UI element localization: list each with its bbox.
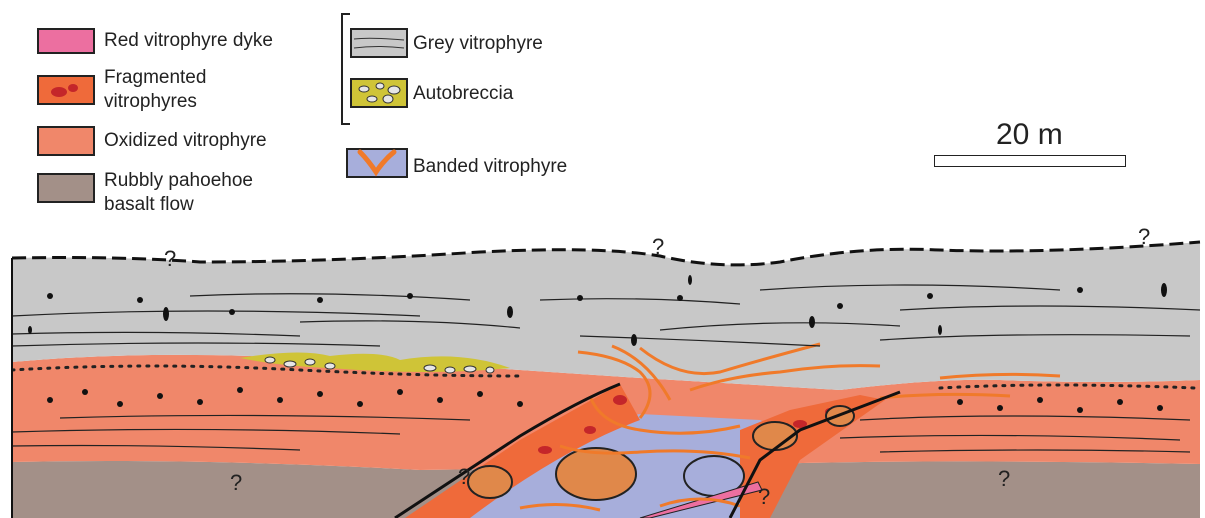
unknown-marker-fault-left: ? [458, 464, 470, 489]
unknown-marker-basalt-left: ? [230, 470, 242, 495]
large-clast-1 [556, 448, 636, 500]
unknown-marker-top-left: ? [164, 246, 176, 271]
unknown-marker-basalt-right: ? [998, 466, 1010, 491]
large-clast-2 [468, 466, 512, 498]
unknown-marker-top-right: ? [1138, 224, 1150, 249]
unknown-marker-top-center: ? [652, 234, 664, 259]
unknown-marker-fault-right: ? [758, 484, 770, 509]
